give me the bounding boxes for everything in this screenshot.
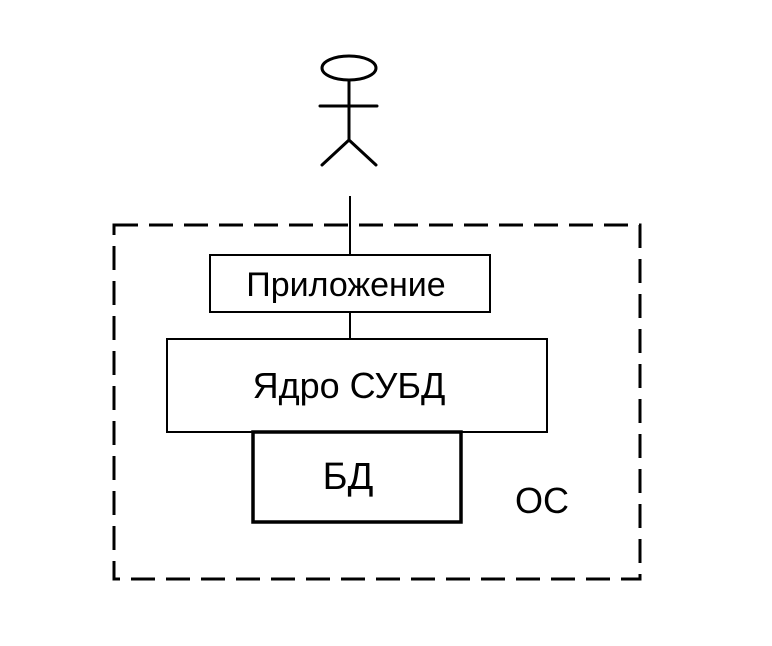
user-actor-icon	[318, 54, 379, 167]
actor-left-leg	[320, 138, 351, 167]
application-box	[209, 254, 491, 313]
database-label: БД	[323, 456, 374, 498]
database-box	[251, 430, 463, 524]
os-boundary	[112, 223, 642, 581]
actor-head	[320, 54, 378, 82]
os-label: ОС	[515, 480, 569, 521]
dbms-core-label: Ядро СУБД	[253, 365, 446, 406]
actor-right-leg	[347, 138, 378, 167]
application-label: Приложение	[246, 266, 445, 304]
